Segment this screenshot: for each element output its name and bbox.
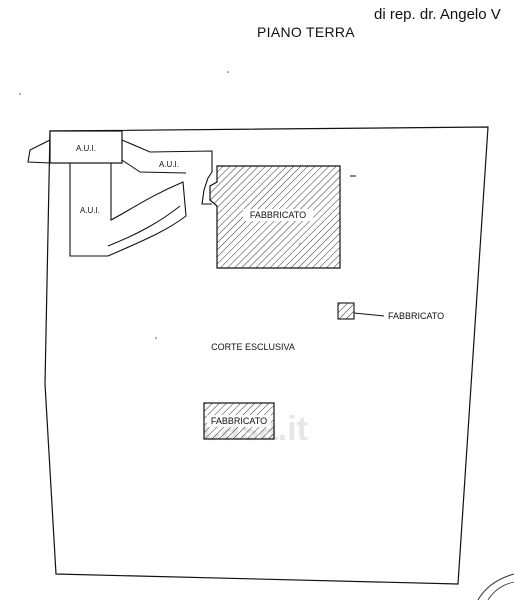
building-main-label: FABBRICATO	[250, 210, 306, 220]
building-lower-label-bg	[207, 415, 271, 427]
building-small	[337, 302, 355, 320]
aui-left-strip	[27, 139, 51, 164]
stamp-fragment-inner	[487, 581, 514, 600]
building-small-label: FABBRICATO	[388, 311, 444, 321]
aui-box-top	[49, 130, 123, 164]
aui-left-area	[69, 163, 187, 257]
aui-ramp-inner	[107, 205, 181, 247]
aui-label-middle: A.U.I.	[159, 160, 179, 169]
speck	[299, 243, 301, 245]
notary-reference: di rep. dr. Angelo V	[374, 6, 501, 23]
aui-label-left: A.U.I.	[80, 206, 100, 215]
building-small-leader	[353, 312, 385, 317]
aui-middle-lower	[121, 159, 187, 174]
building-main-label-bg	[243, 209, 313, 221]
building-lower-label: FABBRICATO	[211, 416, 267, 426]
floor-title: PIANO TERRA	[257, 24, 355, 40]
courtyard-label: CORTE ESCLUSIVA	[211, 342, 295, 352]
aui-label-top: A.U.I.	[76, 144, 96, 153]
stamp-fragment	[477, 573, 514, 600]
speck	[155, 337, 157, 339]
aui-middle-corridor	[121, 139, 213, 205]
speck	[19, 93, 21, 95]
speck	[227, 71, 229, 73]
property-boundary	[44, 126, 489, 585]
